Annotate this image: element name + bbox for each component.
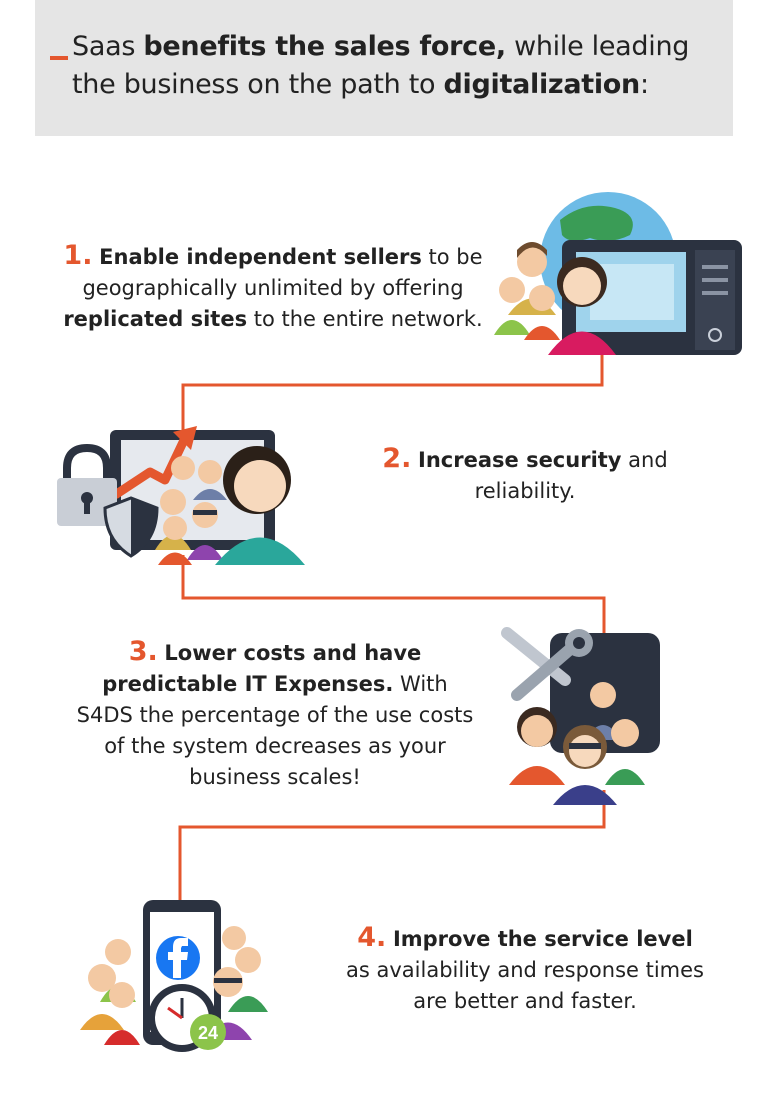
header-accent-dash xyxy=(50,56,68,60)
step-3-text: 3. Lower costs and have predictable IT E… xyxy=(75,636,475,793)
clock-hours-text: 24 xyxy=(198,1023,218,1043)
title-bold-part: digitalization xyxy=(443,69,641,100)
step-text: as availability and response times are b… xyxy=(346,958,704,1013)
growth-arrow-icon xyxy=(112,426,197,499)
illustration-network-sellers xyxy=(494,192,742,355)
illustration-service-level: 24 xyxy=(80,900,268,1052)
step-bold-text: Improve the service level xyxy=(392,927,693,951)
people-group-icon xyxy=(494,242,616,355)
step-text: and reliability. xyxy=(474,448,668,503)
step-bold-text: Enable independent sellers xyxy=(99,245,422,269)
step-number: 3. xyxy=(128,636,158,667)
lock-icon xyxy=(57,443,117,526)
step-4-text: 4. Improve the service level as availabi… xyxy=(345,922,705,1017)
step-2-text: 2. Increase security and reliability. xyxy=(350,443,700,507)
title-bold-part: benefits the sales force, xyxy=(143,31,506,62)
people-group-icon xyxy=(509,682,645,805)
step-bold-text: Increase security xyxy=(418,448,622,472)
monitor-icon xyxy=(562,240,742,355)
shield-icon xyxy=(103,496,159,558)
title-part: while leading the business on the path t… xyxy=(72,31,690,100)
people-group-icon xyxy=(155,446,305,565)
step-text: to be geographically unlimited by offeri… xyxy=(82,245,483,300)
step-number: 2. xyxy=(382,443,412,474)
step-bold-text: Lower costs and have predictable IT Expe… xyxy=(102,641,422,696)
step-number: 1. xyxy=(63,240,93,271)
step-text: to the entire network. xyxy=(247,307,483,331)
illustration-cost-savings xyxy=(501,627,660,805)
illustration-security xyxy=(57,426,305,565)
page-title: Saas benefits the sales force, while lea… xyxy=(72,28,727,104)
header-banner xyxy=(35,0,733,136)
step-text: With S4DS the percentage of the use cost… xyxy=(76,672,474,789)
step-bold-text: replicated sites xyxy=(63,307,248,331)
facebook-icon xyxy=(156,936,200,980)
step-1-text: 1. Enable independent sellers to be geog… xyxy=(58,240,488,335)
title-part: Saas xyxy=(72,31,144,62)
24-hours-badge: 24 xyxy=(190,1014,226,1050)
title-part: : xyxy=(639,69,649,100)
step-number: 4. xyxy=(357,922,387,953)
